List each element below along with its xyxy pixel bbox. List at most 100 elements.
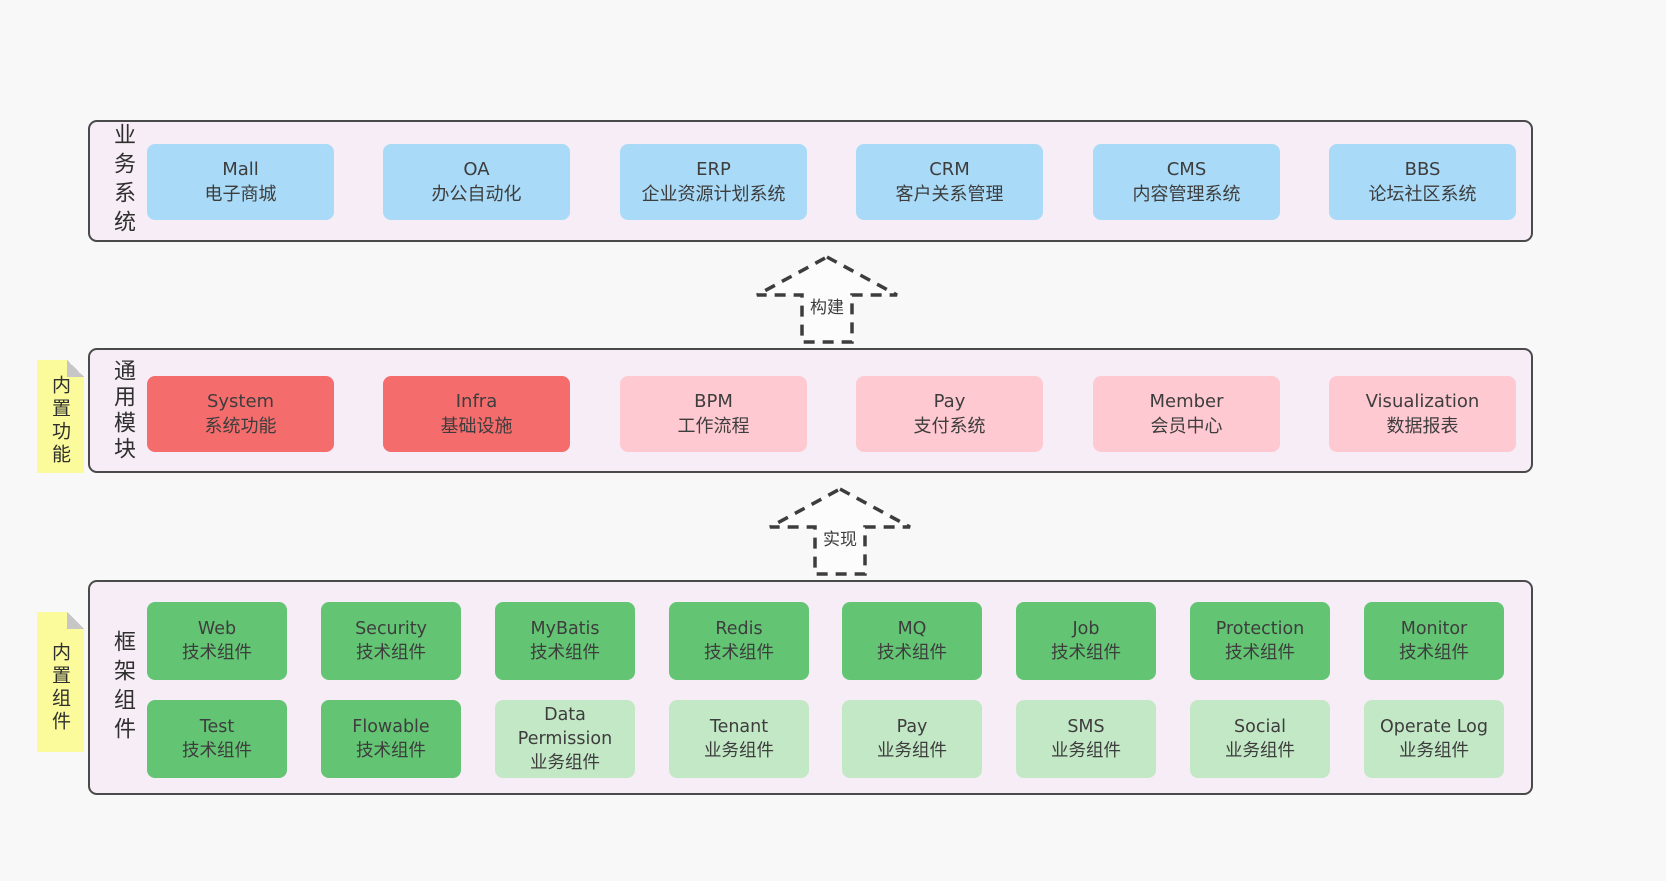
box-bpm: BPM 工作流程 bbox=[620, 376, 807, 452]
box-subtitle: 业务组件 bbox=[1399, 741, 1469, 761]
box-subtitle: 技术组件 bbox=[1051, 643, 1121, 663]
box-subtitle: 技术组件 bbox=[704, 643, 774, 663]
arrow-implement: 实现 bbox=[765, 486, 915, 578]
box-member: Member 会员中心 bbox=[1093, 376, 1280, 452]
box-subtitle: 办公自动化 bbox=[431, 184, 522, 205]
box-subtitle: 数据报表 bbox=[1386, 416, 1459, 437]
box-subtitle: 技术组件 bbox=[182, 741, 252, 761]
box-cms: CMS 内容管理系统 bbox=[1093, 144, 1280, 220]
box-subtitle: 系统功能 bbox=[204, 416, 277, 437]
box-sms: SMS 业务组件 bbox=[1016, 700, 1156, 778]
common-boxes-row: System 系统功能 Infra 基础设施 BPM 工作流程 Pay 支付系统… bbox=[90, 350, 1531, 471]
box-subtitle: 技术组件 bbox=[182, 643, 252, 663]
box-title: Test bbox=[199, 717, 235, 737]
box-social: Social 业务组件 bbox=[1190, 700, 1330, 778]
sticky-note-builtin-components: 内置组件 bbox=[37, 612, 84, 752]
box-title: Social bbox=[1234, 717, 1286, 737]
box-title: Redis bbox=[715, 619, 763, 639]
box-visualization: Visualization 数据报表 bbox=[1329, 376, 1516, 452]
panel-framework-components: 框架组件 Web 技术组件 Security 技术组件 MyBatis 技术组件… bbox=[88, 580, 1533, 795]
box-subtitle: 电子商城 bbox=[204, 184, 277, 205]
box-title: Pay bbox=[933, 391, 966, 412]
panel-framework-label: 框架组件 bbox=[110, 629, 135, 746]
panel-common-label: 通用模块 bbox=[110, 358, 135, 463]
box-title: Security bbox=[355, 619, 427, 639]
panel-common-modules: 通用模块 System 系统功能 Infra 基础设施 BPM 工作流程 Pay… bbox=[88, 348, 1533, 473]
box-title: Job bbox=[1072, 619, 1100, 639]
box-title: Data Permission bbox=[517, 705, 613, 749]
box-title: Monitor bbox=[1400, 619, 1468, 639]
box-title: ERP bbox=[696, 159, 731, 180]
box-subtitle: 论坛社区系统 bbox=[1368, 184, 1477, 205]
box-subtitle: 企业资源计划系统 bbox=[641, 184, 786, 205]
box-bbs: BBS 论坛社区系统 bbox=[1329, 144, 1516, 220]
box-title: Flowable bbox=[352, 717, 430, 737]
box-monitor: Monitor 技术组件 bbox=[1364, 602, 1504, 680]
box-title: CMS bbox=[1166, 159, 1207, 180]
framework-boxes-row-2: Test 技术组件 Flowable 技术组件 Data Permission … bbox=[90, 582, 1531, 793]
box-tenant: Tenant 业务组件 bbox=[669, 700, 809, 778]
box-subtitle: 业务组件 bbox=[1051, 741, 1121, 761]
box-data-permission: Data Permission 业务组件 bbox=[495, 700, 635, 778]
box-mall: Mall 电子商城 bbox=[147, 144, 334, 220]
box-infra: Infra 基础设施 bbox=[383, 376, 570, 452]
box-subtitle: 业务组件 bbox=[530, 753, 600, 773]
box-subtitle: 技术组件 bbox=[530, 643, 600, 663]
box-subtitle: 业务组件 bbox=[704, 741, 774, 761]
box-mybatis: MyBatis 技术组件 bbox=[495, 602, 635, 680]
box-subtitle: 工作流程 bbox=[677, 416, 750, 437]
sticky-note-builtin-features: 内置功能 bbox=[37, 360, 84, 473]
box-redis: Redis 技术组件 bbox=[669, 602, 809, 680]
box-system: System 系统功能 bbox=[147, 376, 334, 452]
box-title: Tenant bbox=[709, 717, 769, 737]
box-subtitle: 业务组件 bbox=[877, 741, 947, 761]
arrow-implement-label: 实现 bbox=[819, 524, 861, 551]
box-subtitle: 基础设施 bbox=[440, 416, 513, 437]
box-subtitle: 技术组件 bbox=[356, 643, 426, 663]
box-subtitle: 业务组件 bbox=[1225, 741, 1295, 761]
box-title: Member bbox=[1149, 391, 1224, 412]
box-title: MQ bbox=[897, 619, 927, 639]
box-title: Protection bbox=[1215, 619, 1305, 639]
note-text: 内置组件 bbox=[49, 641, 71, 734]
box-pay-module: Pay 支付系统 bbox=[856, 376, 1043, 452]
box-job: Job 技术组件 bbox=[1016, 602, 1156, 680]
box-crm: CRM 客户关系管理 bbox=[856, 144, 1043, 220]
box-subtitle: 技术组件 bbox=[1225, 643, 1295, 663]
box-title: SMS bbox=[1067, 717, 1105, 737]
box-title: Web bbox=[197, 619, 237, 639]
box-subtitle: 客户关系管理 bbox=[895, 184, 1004, 205]
note-fold-corner-icon bbox=[67, 612, 84, 629]
box-subtitle: 支付系统 bbox=[913, 416, 986, 437]
business-boxes-row: Mall 电子商城 OA 办公自动化 ERP 企业资源计划系统 CRM 客户关系… bbox=[90, 122, 1531, 240]
box-title: Mall bbox=[222, 159, 259, 180]
box-subtitle: 内容管理系统 bbox=[1132, 184, 1241, 205]
box-flowable: Flowable 技术组件 bbox=[321, 700, 461, 778]
note-fold-corner-icon bbox=[67, 360, 84, 377]
box-operate-log: Operate Log 业务组件 bbox=[1364, 700, 1504, 778]
panel-business-label: 业务系统 bbox=[110, 123, 135, 239]
box-pay-component: Pay 业务组件 bbox=[842, 700, 982, 778]
box-title: Operate Log bbox=[1379, 717, 1489, 737]
box-subtitle: 技术组件 bbox=[877, 643, 947, 663]
box-subtitle: 技术组件 bbox=[356, 741, 426, 761]
panel-business-systems: 业务系统 Mall 电子商城 OA 办公自动化 ERP 企业资源计划系统 CRM… bbox=[88, 120, 1533, 242]
box-security: Security 技术组件 bbox=[321, 602, 461, 680]
note-text: 内置功能 bbox=[49, 375, 71, 468]
box-subtitle: 技术组件 bbox=[1399, 643, 1469, 663]
box-title: System bbox=[206, 391, 275, 412]
box-test: Test 技术组件 bbox=[147, 700, 287, 778]
box-title: Infra bbox=[455, 391, 498, 412]
box-protection: Protection 技术组件 bbox=[1190, 602, 1330, 680]
box-title: Pay bbox=[896, 717, 928, 737]
box-title: BPM bbox=[694, 391, 733, 412]
box-title: OA bbox=[463, 159, 490, 180]
box-title: BBS bbox=[1404, 159, 1441, 180]
box-title: CRM bbox=[929, 159, 970, 180]
box-title: MyBatis bbox=[530, 619, 600, 639]
box-erp: ERP 企业资源计划系统 bbox=[620, 144, 807, 220]
framework-boxes-row-1: Web 技术组件 Security 技术组件 MyBatis 技术组件 Redi… bbox=[90, 582, 1531, 793]
box-subtitle: 会员中心 bbox=[1150, 416, 1223, 437]
box-title: Visualization bbox=[1365, 391, 1480, 412]
box-mq: MQ 技术组件 bbox=[842, 602, 982, 680]
